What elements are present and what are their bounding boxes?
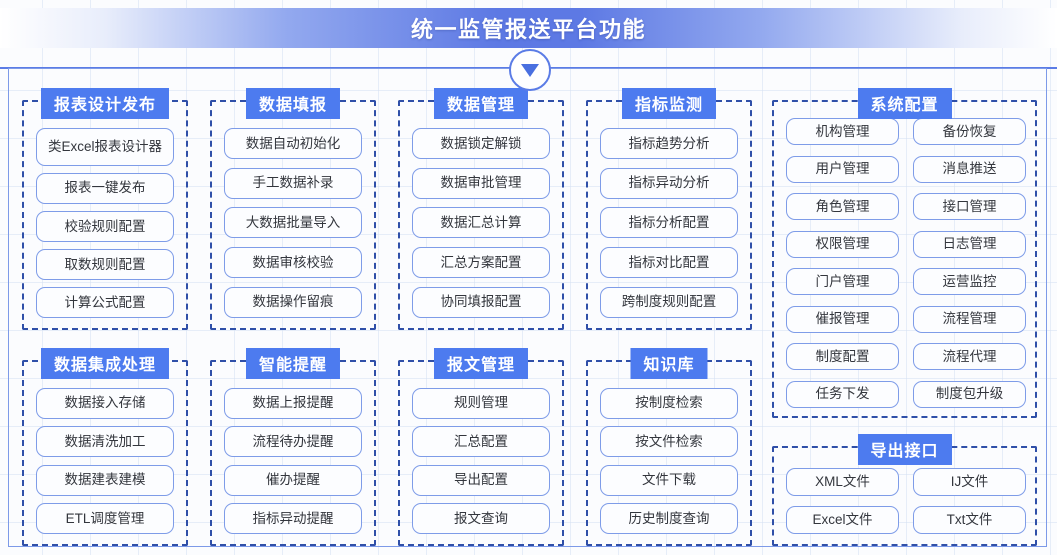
feature-item[interactable]: 日志管理 <box>913 230 1026 258</box>
group-title: 报文管理 <box>433 348 529 379</box>
feature-item[interactable]: 数据操作留痕 <box>224 286 362 318</box>
group-title: 导出接口 <box>857 434 952 465</box>
feature-item[interactable]: 指标异动提醒 <box>224 503 362 535</box>
feature-item[interactable]: 报文查询 <box>412 503 550 535</box>
feature-item[interactable]: 指标对比配置 <box>600 247 738 279</box>
feature-item[interactable]: 报表一键发布 <box>36 172 174 204</box>
group-items: 机构管理 备份恢复 用户管理 消息推送 角色管理 接口管理 权限管理 日志管理 … <box>774 118 1035 408</box>
feature-item[interactable]: 规则管理 <box>412 387 550 419</box>
feature-item[interactable]: 按制度检索 <box>600 387 738 419</box>
group-export-interface: 导出接口 XML文件 IJ文件 Excel文件 Txt文件 <box>772 434 1037 546</box>
feature-item[interactable]: IJ文件 <box>913 468 1026 496</box>
group-items: 按制度检索 按文件检索 文件下载 历史制度查询 <box>588 384 750 538</box>
group-title: 报表设计发布 <box>40 88 170 119</box>
feature-item[interactable]: 流程代理 <box>913 343 1026 371</box>
content-frame <box>8 68 1047 547</box>
feature-item[interactable]: 机构管理 <box>786 118 899 145</box>
feature-item[interactable]: 文件下载 <box>600 464 738 496</box>
page-title: 统一监管报送平台功能 <box>410 17 646 42</box>
feature-item[interactable]: 汇总方案配置 <box>412 247 550 279</box>
group-smart-reminder: 智能提醒 数据上报提醒 流程待办提醒 催办提醒 指标异动提醒 <box>210 348 376 546</box>
feature-item[interactable]: 流程待办提醒 <box>224 426 362 458</box>
group-data-management: 数据管理 数据锁定解锁 数据审批管理 数据汇总计算 汇总方案配置 协同填报配置 <box>398 88 564 330</box>
feature-item[interactable]: 运营监控 <box>913 268 1026 296</box>
feature-item[interactable]: 指标分析配置 <box>600 207 738 239</box>
group-data-filling: 数据填报 数据自动初始化 手工数据补录 大数据批量导入 数据审核校验 数据操作留… <box>210 88 376 330</box>
feature-item[interactable]: 手工数据补录 <box>224 167 362 199</box>
feature-item[interactable]: 取数规则配置 <box>36 249 174 281</box>
group-message-management: 报文管理 规则管理 汇总配置 导出配置 报文查询 <box>398 348 564 546</box>
group-title: 数据填报 <box>245 88 341 119</box>
feature-item[interactable]: 计算公式配置 <box>36 287 174 319</box>
feature-item[interactable]: 催报管理 <box>786 305 899 333</box>
group-items: 类Excel报表设计器 报表一键发布 校验规则配置 取数规则配置 计算公式配置 <box>24 124 186 322</box>
group-items: 数据锁定解锁 数据审批管理 数据汇总计算 汇总方案配置 协同填报配置 <box>400 124 562 322</box>
group-items: 数据上报提醒 流程待办提醒 催办提醒 指标异动提醒 <box>212 384 374 538</box>
feature-item[interactable]: XML文件 <box>786 468 899 496</box>
group-indicator-monitoring: 指标监测 指标趋势分析 指标异动分析 指标分析配置 指标对比配置 跨制度规则配置 <box>586 88 752 330</box>
group-title: 数据集成处理 <box>40 348 170 379</box>
group-title: 数据管理 <box>433 88 529 119</box>
feature-item[interactable]: 任务下发 <box>786 380 899 408</box>
page-banner: 统一监管报送平台功能 <box>0 8 1057 48</box>
group-title: 知识库 <box>630 348 708 379</box>
feature-item[interactable]: 指标异动分析 <box>600 167 738 199</box>
feature-item[interactable]: 数据上报提醒 <box>224 387 362 419</box>
feature-item[interactable]: 数据锁定解锁 <box>412 128 550 160</box>
feature-item[interactable]: 协同填报配置 <box>412 286 550 318</box>
feature-item[interactable]: 催办提醒 <box>224 464 362 496</box>
triangle-down-icon <box>521 63 539 77</box>
group-system-config: 系统配置 机构管理 备份恢复 用户管理 消息推送 角色管理 接口管理 权限管理 … <box>772 88 1037 418</box>
feature-item[interactable]: 备份恢复 <box>913 118 1026 145</box>
feature-item[interactable]: 数据审批管理 <box>412 167 550 199</box>
feature-item[interactable]: 按文件检索 <box>600 426 738 458</box>
feature-item[interactable]: 数据自动初始化 <box>224 128 362 160</box>
feature-item[interactable]: 权限管理 <box>786 230 899 258</box>
group-items: 规则管理 汇总配置 导出配置 报文查询 <box>400 384 562 538</box>
feature-item[interactable]: 用户管理 <box>786 155 899 183</box>
feature-item[interactable]: Txt文件 <box>913 506 1026 534</box>
feature-item[interactable]: 大数据批量导入 <box>224 207 362 239</box>
feature-item[interactable]: 数据审核校验 <box>224 247 362 279</box>
group-items: 数据接入存储 数据清洗加工 数据建表建模 ETL调度管理 <box>24 384 186 538</box>
feature-item[interactable]: 消息推送 <box>913 155 1026 183</box>
group-items: 数据自动初始化 手工数据补录 大数据批量导入 数据审核校验 数据操作留痕 <box>212 124 374 322</box>
feature-item[interactable]: 接口管理 <box>913 193 1026 221</box>
feature-item[interactable]: 制度配置 <box>786 343 899 371</box>
feature-item[interactable]: 数据清洗加工 <box>36 426 174 458</box>
feature-item[interactable]: 数据建表建模 <box>36 464 174 496</box>
feature-item[interactable]: ETL调度管理 <box>36 503 174 535</box>
group-items: 指标趋势分析 指标异动分析 指标分析配置 指标对比配置 跨制度规则配置 <box>588 124 750 322</box>
feature-item[interactable]: 角色管理 <box>786 193 899 221</box>
feature-item[interactable]: 数据接入存储 <box>36 387 174 419</box>
feature-item[interactable]: 流程管理 <box>913 305 1026 333</box>
group-title: 系统配置 <box>857 88 952 119</box>
feature-item[interactable]: 汇总配置 <box>412 426 550 458</box>
feature-item[interactable]: 跨制度规则配置 <box>600 286 738 318</box>
feature-item[interactable]: 历史制度查询 <box>600 503 738 535</box>
group-items: XML文件 IJ文件 Excel文件 Txt文件 <box>774 468 1035 534</box>
feature-item[interactable]: 门户管理 <box>786 268 899 296</box>
feature-item[interactable]: 指标趋势分析 <box>600 128 738 160</box>
feature-item[interactable]: Excel文件 <box>786 506 899 534</box>
group-report-design: 报表设计发布 类Excel报表设计器 报表一键发布 校验规则配置 取数规则配置 … <box>22 88 188 330</box>
group-data-integration: 数据集成处理 数据接入存储 数据清洗加工 数据建表建模 ETL调度管理 <box>22 348 188 546</box>
group-knowledge-base: 知识库 按制度检索 按文件检索 文件下载 历史制度查询 <box>586 348 752 546</box>
feature-item[interactable]: 校验规则配置 <box>36 210 174 242</box>
feature-item[interactable]: 类Excel报表设计器 <box>36 127 174 166</box>
group-title: 智能提醒 <box>245 348 341 379</box>
feature-item[interactable]: 导出配置 <box>412 464 550 496</box>
group-title: 指标监测 <box>621 88 717 119</box>
feature-item[interactable]: 制度包升级 <box>913 380 1026 408</box>
triangle-down-marker <box>509 49 551 91</box>
feature-item[interactable]: 数据汇总计算 <box>412 207 550 239</box>
